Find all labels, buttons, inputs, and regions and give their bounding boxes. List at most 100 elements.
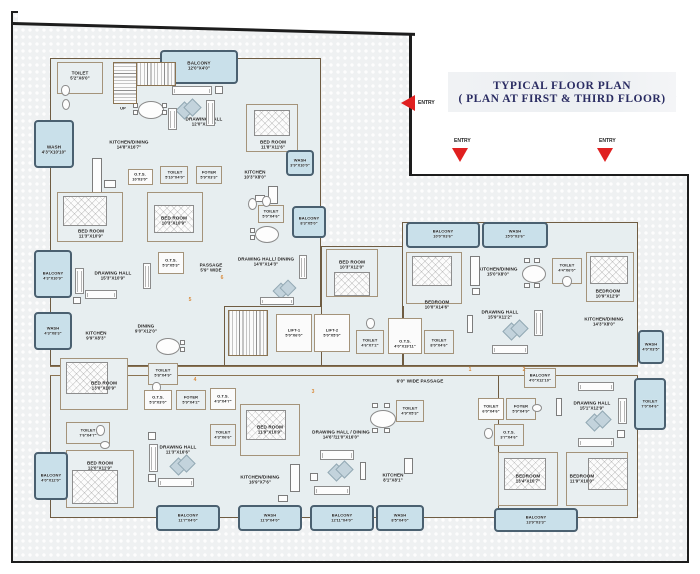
room-toilet-a2 — [160, 166, 188, 184]
room-wash-e1 — [238, 505, 302, 531]
side-table-icon — [148, 474, 156, 482]
chair-icon — [524, 258, 530, 263]
sofa-icon — [206, 100, 215, 126]
basin-fixture-icon — [248, 198, 257, 210]
chair-icon — [162, 110, 167, 115]
stove-icon — [278, 495, 288, 502]
room-wash-a1 — [34, 120, 74, 168]
wc-fixture-icon — [484, 428, 493, 439]
bed-icon — [504, 458, 546, 490]
room-wash-e2 — [376, 505, 424, 531]
dining-table-icon — [255, 226, 279, 243]
main-passage-band — [50, 366, 638, 376]
entry-label: ENTRY — [418, 100, 435, 106]
ac-unit-icon — [467, 315, 473, 333]
sofa-icon — [492, 345, 528, 354]
room-toilet-d1 — [148, 363, 178, 385]
staircase-core-icon — [228, 310, 268, 356]
chair-icon — [384, 403, 390, 408]
dining-table-icon — [522, 265, 546, 283]
room-balcony-e2 — [310, 505, 374, 531]
stove-icon — [104, 180, 116, 188]
ac-unit-icon — [360, 462, 366, 480]
sofa-icon — [158, 478, 194, 487]
room-balcony-b1 — [292, 206, 326, 238]
chair-icon — [534, 258, 540, 263]
sofa-icon — [75, 268, 84, 294]
wc-fixture-icon — [61, 85, 70, 96]
room-toilet-e2 — [396, 400, 424, 422]
room-ots-c1 — [158, 252, 184, 274]
unit-number-5: 5 — [188, 297, 192, 303]
entry-arrow-icon — [452, 148, 468, 162]
bed-icon — [590, 256, 628, 284]
plot-notch-horizontal-wall — [409, 174, 689, 176]
room-balcony-d2 — [156, 505, 220, 531]
room-balcony-f1 — [406, 222, 480, 248]
room-wash-b1 — [286, 150, 314, 176]
stove-icon — [472, 288, 480, 295]
bed-icon — [63, 196, 107, 226]
room-foyer-a1 — [196, 166, 222, 184]
wc-fixture-icon — [562, 276, 572, 287]
room-ots-e1 — [210, 388, 236, 410]
side-table-icon — [617, 430, 625, 438]
room-balcony-g2 — [494, 508, 578, 532]
room-wash-g1 — [638, 330, 664, 364]
chair-icon — [534, 283, 540, 288]
chair-icon — [250, 235, 255, 240]
chair-icon — [524, 283, 530, 288]
basin-fixture-icon — [532, 404, 542, 412]
room-toilet-g3 — [494, 424, 524, 446]
plan-title-line1: TYPICAL FLOOR PLAN — [492, 79, 632, 92]
bed-icon — [66, 362, 108, 394]
counter-icon — [268, 186, 278, 204]
counter-icon — [92, 158, 102, 196]
bed-icon — [72, 470, 118, 504]
side-table-icon — [148, 432, 156, 440]
unit-number-4: 4 — [193, 377, 197, 383]
chair-icon — [384, 428, 390, 433]
unit-number-3: 3 — [311, 389, 315, 395]
chair-icon — [180, 340, 185, 345]
entry-label: ENTRY — [599, 138, 616, 144]
room-ots-g1 — [478, 398, 504, 420]
chair-icon — [372, 428, 378, 433]
chair-icon — [372, 403, 378, 408]
counter-icon — [290, 464, 300, 492]
basin-fixture-icon — [100, 441, 110, 449]
room-ots-f1 — [388, 318, 422, 354]
plan-title-line2: ( PLAN AT FIRST & THIRD FLOOR) — [458, 92, 666, 105]
room-balcony-c1 — [34, 250, 72, 298]
room-toilet-f2 — [424, 330, 454, 354]
counter-icon — [404, 458, 413, 474]
sofa-icon — [314, 486, 350, 495]
plan-title-panel: TYPICAL FLOOR PLAN ( PLAN AT FIRST & THI… — [448, 72, 676, 112]
room-toilet-e1 — [210, 424, 236, 446]
entry-label: ENTRY — [454, 138, 471, 144]
entry-arrow-icon — [597, 148, 613, 162]
room-lift-2 — [314, 314, 350, 352]
sofa-icon — [299, 255, 307, 279]
dining-table-icon — [156, 338, 180, 355]
room-ots-a1 — [128, 169, 153, 185]
room-wash-f1 — [482, 222, 548, 248]
sofa-icon — [578, 382, 614, 391]
sofa-icon — [172, 86, 212, 95]
sofa-icon — [168, 108, 177, 130]
sofa-icon — [85, 290, 117, 299]
wc-fixture-icon — [366, 318, 375, 329]
bed-icon — [588, 458, 628, 490]
basin-fixture-icon — [62, 99, 70, 110]
dining-table-icon — [370, 410, 396, 428]
sofa-icon — [578, 438, 614, 447]
room-foyer-g1 — [524, 368, 556, 388]
chair-icon — [180, 347, 185, 352]
dining-table-icon — [138, 101, 164, 119]
sofa-icon — [260, 297, 294, 305]
sofa-icon — [618, 398, 627, 424]
sofa-icon — [320, 450, 354, 460]
wc-fixture-icon — [96, 425, 105, 436]
side-table-icon — [310, 473, 318, 481]
